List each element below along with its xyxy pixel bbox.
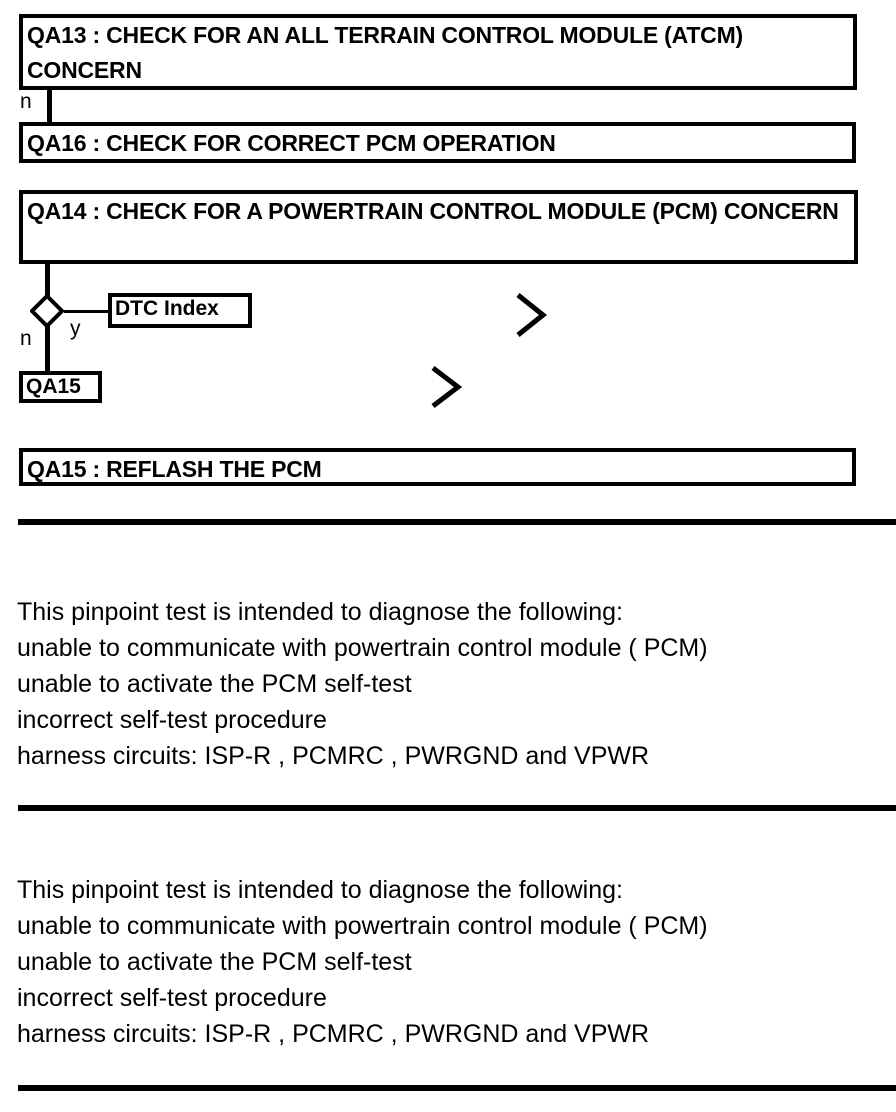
step-box-qa16[interactable]: QA16 : CHECK FOR CORRECT PCM OPERATION	[19, 122, 856, 163]
section-divider-3	[18, 1085, 896, 1091]
section-divider-1	[18, 519, 896, 525]
step-box-qa14[interactable]: QA14 : CHECK FOR A POWERTRAIN CONTROL MO…	[19, 190, 858, 264]
section-divider-2	[18, 805, 896, 811]
chevron-right-icon-upper	[515, 292, 548, 338]
note-1-line-2: unable to communicate with powertrain co…	[17, 634, 708, 662]
connector-qa13-to-qa16	[47, 88, 52, 124]
note-2-line-1: This pinpoint test is intended to diagno…	[17, 876, 623, 904]
connector-decision-to-dtc-index	[64, 310, 110, 313]
branch-label-y: y	[70, 317, 81, 340]
pinpoint-test-note-2: This pinpoint test is intended to diagno…	[17, 872, 877, 1052]
step-qa15-label: QA15 : REFLASH THE PCM	[27, 456, 322, 482]
chevron-right-glyph	[516, 293, 548, 337]
chevron-right-glyph	[431, 366, 463, 408]
node-box-dtc-index[interactable]: DTC Index	[108, 293, 252, 328]
node-qa15-ref-label: QA15	[26, 375, 81, 398]
branch-label-n-qa13: n	[20, 90, 32, 113]
note-2-line-5: harness circuits: ISP-R , PCMRC , PWRGND…	[17, 1020, 650, 1048]
pinpoint-test-note-1: This pinpoint test is intended to diagno…	[17, 594, 877, 774]
note-1-line-1: This pinpoint test is intended to diagno…	[17, 598, 623, 626]
note-2-line-4: incorrect self-test procedure	[17, 984, 327, 1012]
chevron-right-icon-lower	[430, 365, 463, 409]
step-qa16-label: QA16 : CHECK FOR CORRECT PCM OPERATION	[27, 130, 556, 156]
node-dtc-index-label: DTC Index	[115, 297, 219, 320]
step-qa13-label: QA13 : CHECK FOR AN ALL TERRAIN CONTROL …	[27, 22, 750, 83]
node-box-qa15-ref[interactable]: QA15	[19, 371, 102, 403]
decision-diamond[interactable]	[30, 294, 64, 328]
diamond-icon	[30, 294, 64, 328]
note-1-line-3: unable to activate the PCM self-test	[17, 670, 412, 698]
note-2-line-3: unable to activate the PCM self-test	[17, 948, 412, 976]
note-1-line-5: harness circuits: ISP-R , PCMRC , PWRGND…	[17, 742, 650, 770]
note-1-line-4: incorrect self-test procedure	[17, 706, 327, 734]
step-box-qa15-result[interactable]: QA15 : REFLASH THE PCM	[19, 448, 856, 486]
note-2-line-2: unable to communicate with powertrain co…	[17, 912, 708, 940]
step-box-qa13[interactable]: QA13 : CHECK FOR AN ALL TERRAIN CONTROL …	[19, 14, 857, 90]
branch-label-n-decision: n	[20, 327, 32, 350]
step-qa14-label: QA14 : CHECK FOR A POWERTRAIN CONTROL MO…	[27, 198, 839, 224]
connector-qa14-to-decision	[45, 262, 50, 296]
connector-decision-to-qa15	[45, 326, 50, 373]
